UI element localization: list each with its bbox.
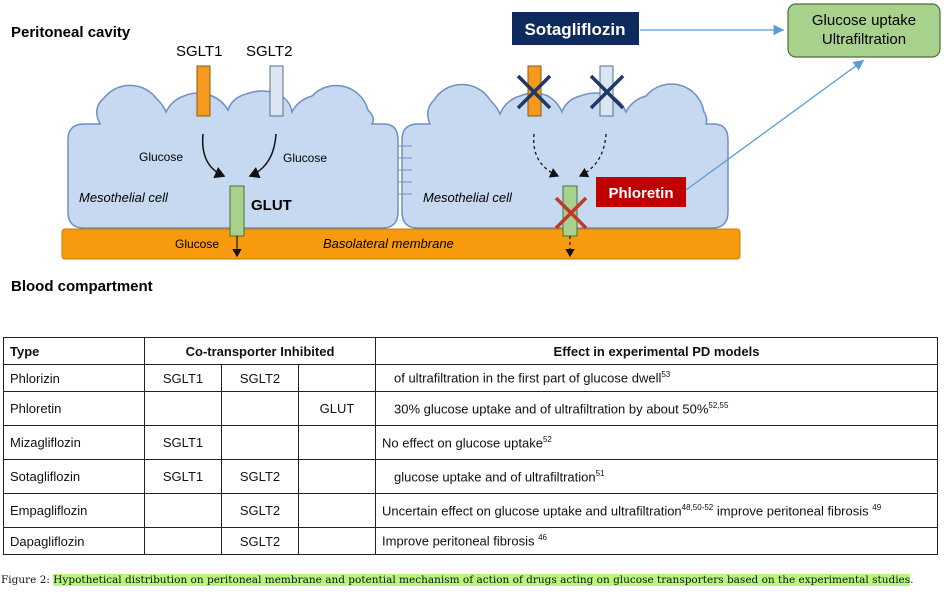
effect-text: Improve peritoneal fibrosis: [382, 533, 535, 549]
outcome-line-1: Glucose uptake: [812, 12, 916, 29]
cell-t1: [144, 527, 222, 555]
table-row: Empagliflozin SGLT2 Uncertain effect on …: [3, 493, 938, 528]
refs-2: 49: [872, 502, 882, 512]
cell-t1: [144, 493, 222, 528]
table-row: Mizagliflozin SGLT1 No effect on glucose…: [3, 425, 938, 460]
figure-caption: Figure 2: Hypothetical distribution on p…: [1, 572, 943, 589]
mechanism-diagram: Peritoneal cavity Blood compartment SGLT…: [11, 3, 941, 295]
cell-t3: [298, 425, 376, 460]
cell-type: Mizagliflozin: [3, 425, 145, 460]
effect-text: Uncertain effect on glucose uptake and u…: [382, 503, 682, 519]
sglt2-transporter-left: [269, 65, 284, 117]
cell-t3: [298, 364, 376, 392]
caption-suffix: .: [910, 574, 914, 586]
cell-t2: SGLT2: [221, 527, 299, 555]
cell-t2: SGLT2: [221, 364, 299, 392]
left-mesothelial-cell: [67, 84, 399, 229]
cell-t1: SGLT1: [144, 425, 222, 460]
sotagliflozin-label: Sotagliflozin: [524, 20, 625, 39]
cell-type: Empagliflozin: [3, 493, 145, 528]
cell-t3: [298, 527, 376, 555]
blood-compartment-label: Blood compartment: [11, 278, 153, 295]
cell-type: Phloretin: [3, 391, 145, 426]
table-row: Phlorizin SGLT1 SGLT2 of ultrafiltration…: [3, 364, 938, 392]
effect-text: glucose uptake and of ultrafiltration: [394, 469, 596, 485]
cell-effect: 30% glucose uptake and of ultrafiltratio…: [375, 391, 938, 426]
cell-t3: [298, 459, 376, 494]
refs: 48,50-52: [681, 502, 714, 512]
peritoneal-cavity-label: Peritoneal cavity: [11, 24, 131, 41]
table-row: Phloretin GLUT 30% glucose uptake and of…: [3, 391, 938, 426]
glut-label: GLUT: [251, 197, 292, 214]
glucose-arrow-sglt2: [248, 133, 277, 179]
cell-t1: [144, 391, 222, 426]
sglt1-label: SGLT1: [176, 43, 222, 60]
sglt1-transporter-left: [196, 65, 211, 117]
dashed-arrow-sglt1: [533, 133, 560, 178]
table-row: Sotagliflozin SGLT1 SGLT2 glucose uptake…: [3, 459, 938, 494]
header-type: Type: [3, 337, 145, 365]
cell-type: Dapagliflozin: [3, 527, 145, 555]
glut-transporter-left: [229, 185, 245, 237]
effect-text: 30% glucose uptake and of ultrafiltratio…: [394, 401, 709, 417]
header-effect: Effect in experimental PD models: [375, 337, 938, 365]
refs: 46: [538, 533, 547, 543]
refs: 51: [595, 468, 605, 478]
glucose-label-3: Glucose: [175, 237, 219, 251]
refs: 52,55: [708, 400, 729, 410]
sglt1-inhibition-cross: [516, 74, 552, 110]
refs: 53: [661, 370, 671, 380]
phloretin-label: Phloretin: [608, 185, 673, 202]
table-header-row: Type Co-transporter Inhibited Effect in …: [3, 337, 938, 365]
cell-t2: [221, 391, 299, 426]
outcome-line-2: Ultrafiltration: [822, 31, 906, 48]
effect-text: No effect on glucose uptake: [382, 435, 543, 451]
cell-effect: No effect on glucose uptake52: [375, 425, 938, 460]
header-inhibited: Co-transporter Inhibited: [144, 337, 376, 365]
sglt2-label: SGLT2: [246, 43, 292, 60]
sglt2-inhibition-cross: [589, 74, 625, 110]
cell-t1: SGLT1: [144, 364, 222, 392]
glut-inhibition-cross: [554, 196, 588, 230]
cell-t2: SGLT2: [221, 459, 299, 494]
phloretin-to-outcome-arrow: [685, 59, 865, 191]
refs: 52: [542, 434, 552, 444]
cell-effect: glucose uptake and of ultrafiltration51: [375, 459, 938, 494]
caption-highlight: Hypothetical distribution on peritoneal …: [53, 574, 911, 586]
cell-effect: Uncertain effect on glucose uptake and u…: [375, 493, 938, 528]
tight-junction: [398, 145, 412, 195]
cell-effect: Improve peritoneal fibrosis 46: [375, 527, 938, 555]
cell-t3: GLUT: [298, 391, 376, 426]
sotagliflozin-box: [512, 12, 639, 45]
outcome-box: [787, 3, 941, 58]
effect-text: of ultrafiltration in the first part of …: [394, 370, 662, 386]
cell-type: Sotagliflozin: [3, 459, 145, 494]
table-row: Dapagliflozin SGLT2 Improve peritoneal f…: [3, 527, 938, 555]
cell-t2: [221, 425, 299, 460]
mesothelial-cell-label-left: Mesothelial cell: [79, 190, 169, 205]
mesothelial-cell-label-right: Mesothelial cell: [423, 190, 513, 205]
cell-t3: [298, 493, 376, 528]
cell-effect: of ultrafiltration in the first part of …: [375, 364, 938, 392]
glucose-arrow-sglt1: [201, 133, 226, 179]
glucose-label-1: Glucose: [139, 150, 183, 164]
cell-t1: SGLT1: [144, 459, 222, 494]
effect-text-2: improve peritoneal fibrosis: [716, 503, 869, 519]
drug-table: Type Co-transporter Inhibited Effect in …: [3, 337, 938, 555]
cell-type: Phlorizin: [3, 364, 145, 392]
caption-prefix: Figure 2:: [1, 574, 50, 586]
dashed-arrow-sglt2: [578, 133, 607, 178]
glucose-label-2: Glucose: [283, 151, 327, 165]
phloretin-box: [596, 177, 686, 207]
cell-t2: SGLT2: [221, 493, 299, 528]
basolateral-membrane-label: Basolateral membrane: [323, 236, 454, 251]
